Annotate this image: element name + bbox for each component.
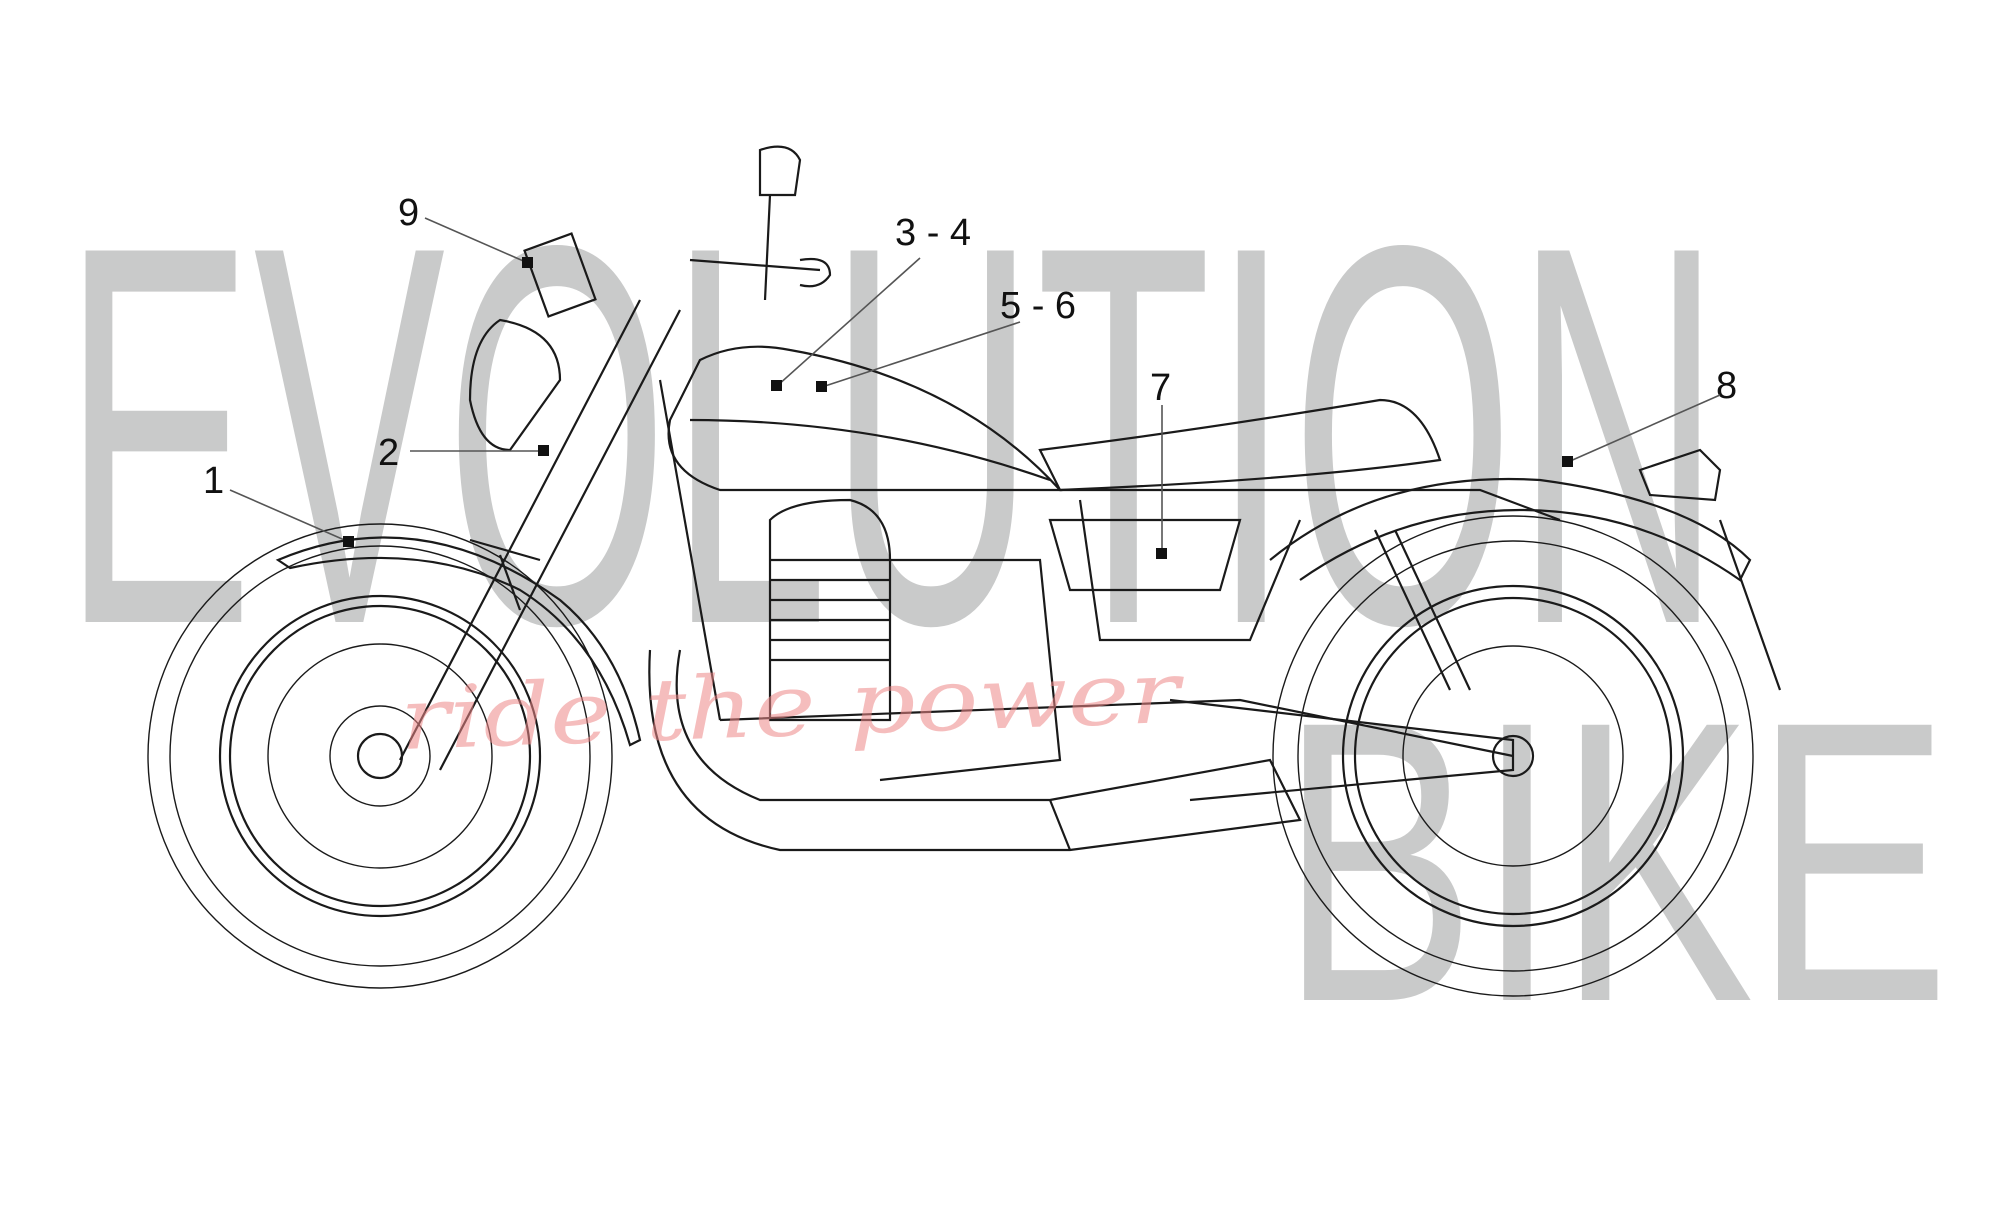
callout-3-4[interactable]: 3 - 4 xyxy=(771,212,971,391)
callout-1[interactable]: 1 xyxy=(203,460,354,547)
callout-9[interactable]: 9 xyxy=(398,192,533,268)
callout-2[interactable]: 2 xyxy=(378,432,549,474)
exhaust xyxy=(648,649,1302,852)
svg-text:8: 8 xyxy=(1716,365,1737,407)
svg-text:3 - 4: 3 - 4 xyxy=(895,212,971,254)
instrument-cluster xyxy=(523,232,597,318)
svg-text:2: 2 xyxy=(378,432,399,474)
callout-7[interactable]: 7 xyxy=(1150,367,1171,559)
seat xyxy=(1038,398,1442,492)
callout-5-6[interactable]: 5 - 6 xyxy=(816,285,1076,392)
front-wheel xyxy=(147,523,613,989)
svg-text:5 - 6: 5 - 6 xyxy=(1000,285,1076,327)
swingarm xyxy=(1169,698,1515,802)
fuel-tank xyxy=(667,345,1063,492)
rear-wheel xyxy=(1272,515,1754,997)
handlebar xyxy=(689,257,832,288)
side-panel xyxy=(1048,518,1242,592)
mirror xyxy=(758,145,802,301)
front-fender xyxy=(275,536,642,747)
headlight xyxy=(468,318,562,452)
engine xyxy=(768,498,1062,782)
rear-fender xyxy=(1269,477,1752,582)
taillight xyxy=(1638,448,1782,691)
callouts: 9 3 - 4 5 - 6 2 1 7 xyxy=(203,192,1737,559)
front-fork xyxy=(399,299,681,771)
motorcycle-drawing xyxy=(147,145,1782,997)
watermark: EVOLUTION BIKE xyxy=(62,134,1950,1085)
rear-shock xyxy=(1374,529,1471,691)
callout-8[interactable]: 8 xyxy=(1562,365,1737,467)
svg-text:7: 7 xyxy=(1150,367,1171,409)
svg-text:1: 1 xyxy=(203,460,224,502)
watermark-bike: BIKE xyxy=(1280,638,1950,1085)
svg-text:9: 9 xyxy=(398,192,419,234)
frame xyxy=(658,379,1561,758)
